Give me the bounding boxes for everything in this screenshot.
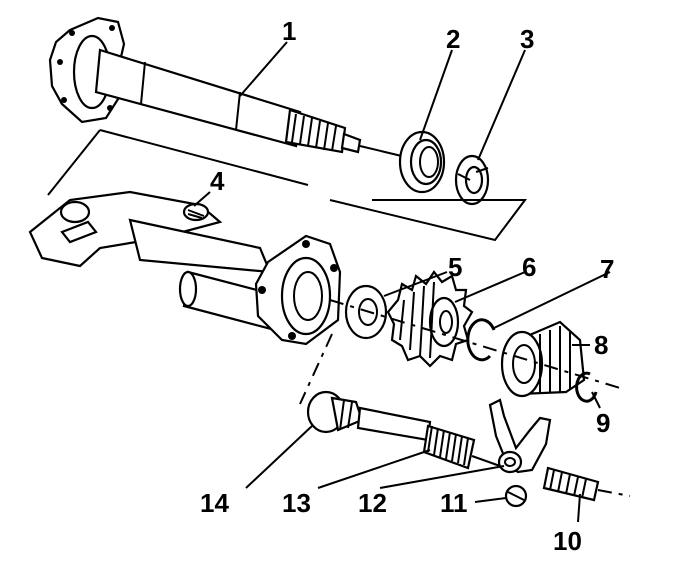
part-14-shift-rail (306, 390, 432, 442)
callout-8: 8 (594, 330, 608, 360)
part-3-snap-ring (454, 154, 490, 206)
axis-line-drop (299, 333, 333, 405)
callout-1: 1 (282, 16, 296, 46)
callout-11: 11 (440, 488, 468, 518)
part-5-thrust-washer (344, 284, 388, 340)
part-1-input-shaft (48, 16, 411, 159)
part-2-seal (398, 130, 446, 194)
part-9-retaining-ring (575, 371, 598, 403)
part-10-detent-spring (542, 466, 631, 502)
callout-12: 12 (358, 488, 387, 518)
part-7-snap-ring (466, 318, 496, 362)
callout-6: 6 (522, 252, 536, 282)
callout-14: 14 (200, 488, 229, 518)
assembly-bracket-lines (47, 129, 527, 242)
part-11-detent-ball (504, 484, 528, 508)
part-12-shift-fork (488, 398, 552, 474)
part-13-spring (422, 424, 501, 470)
callout-2: 2 (446, 24, 460, 54)
callout-4: 4 (210, 166, 225, 196)
part-8-sleeve (500, 320, 586, 398)
callout-labels: 1 2 3 4 5 6 7 8 9 10 11 12 13 14 (200, 16, 614, 556)
part-4-housing (28, 190, 342, 346)
callout-10: 10 (553, 526, 582, 556)
callout-13: 13 (282, 488, 311, 518)
part-6-gear (386, 270, 474, 368)
leader-lines (193, 41, 611, 523)
callout-3: 3 (520, 24, 534, 54)
callout-7: 7 (600, 254, 614, 284)
callout-5: 5 (448, 252, 462, 282)
axis-line-upper (329, 299, 621, 389)
callout-9: 9 (596, 408, 610, 438)
